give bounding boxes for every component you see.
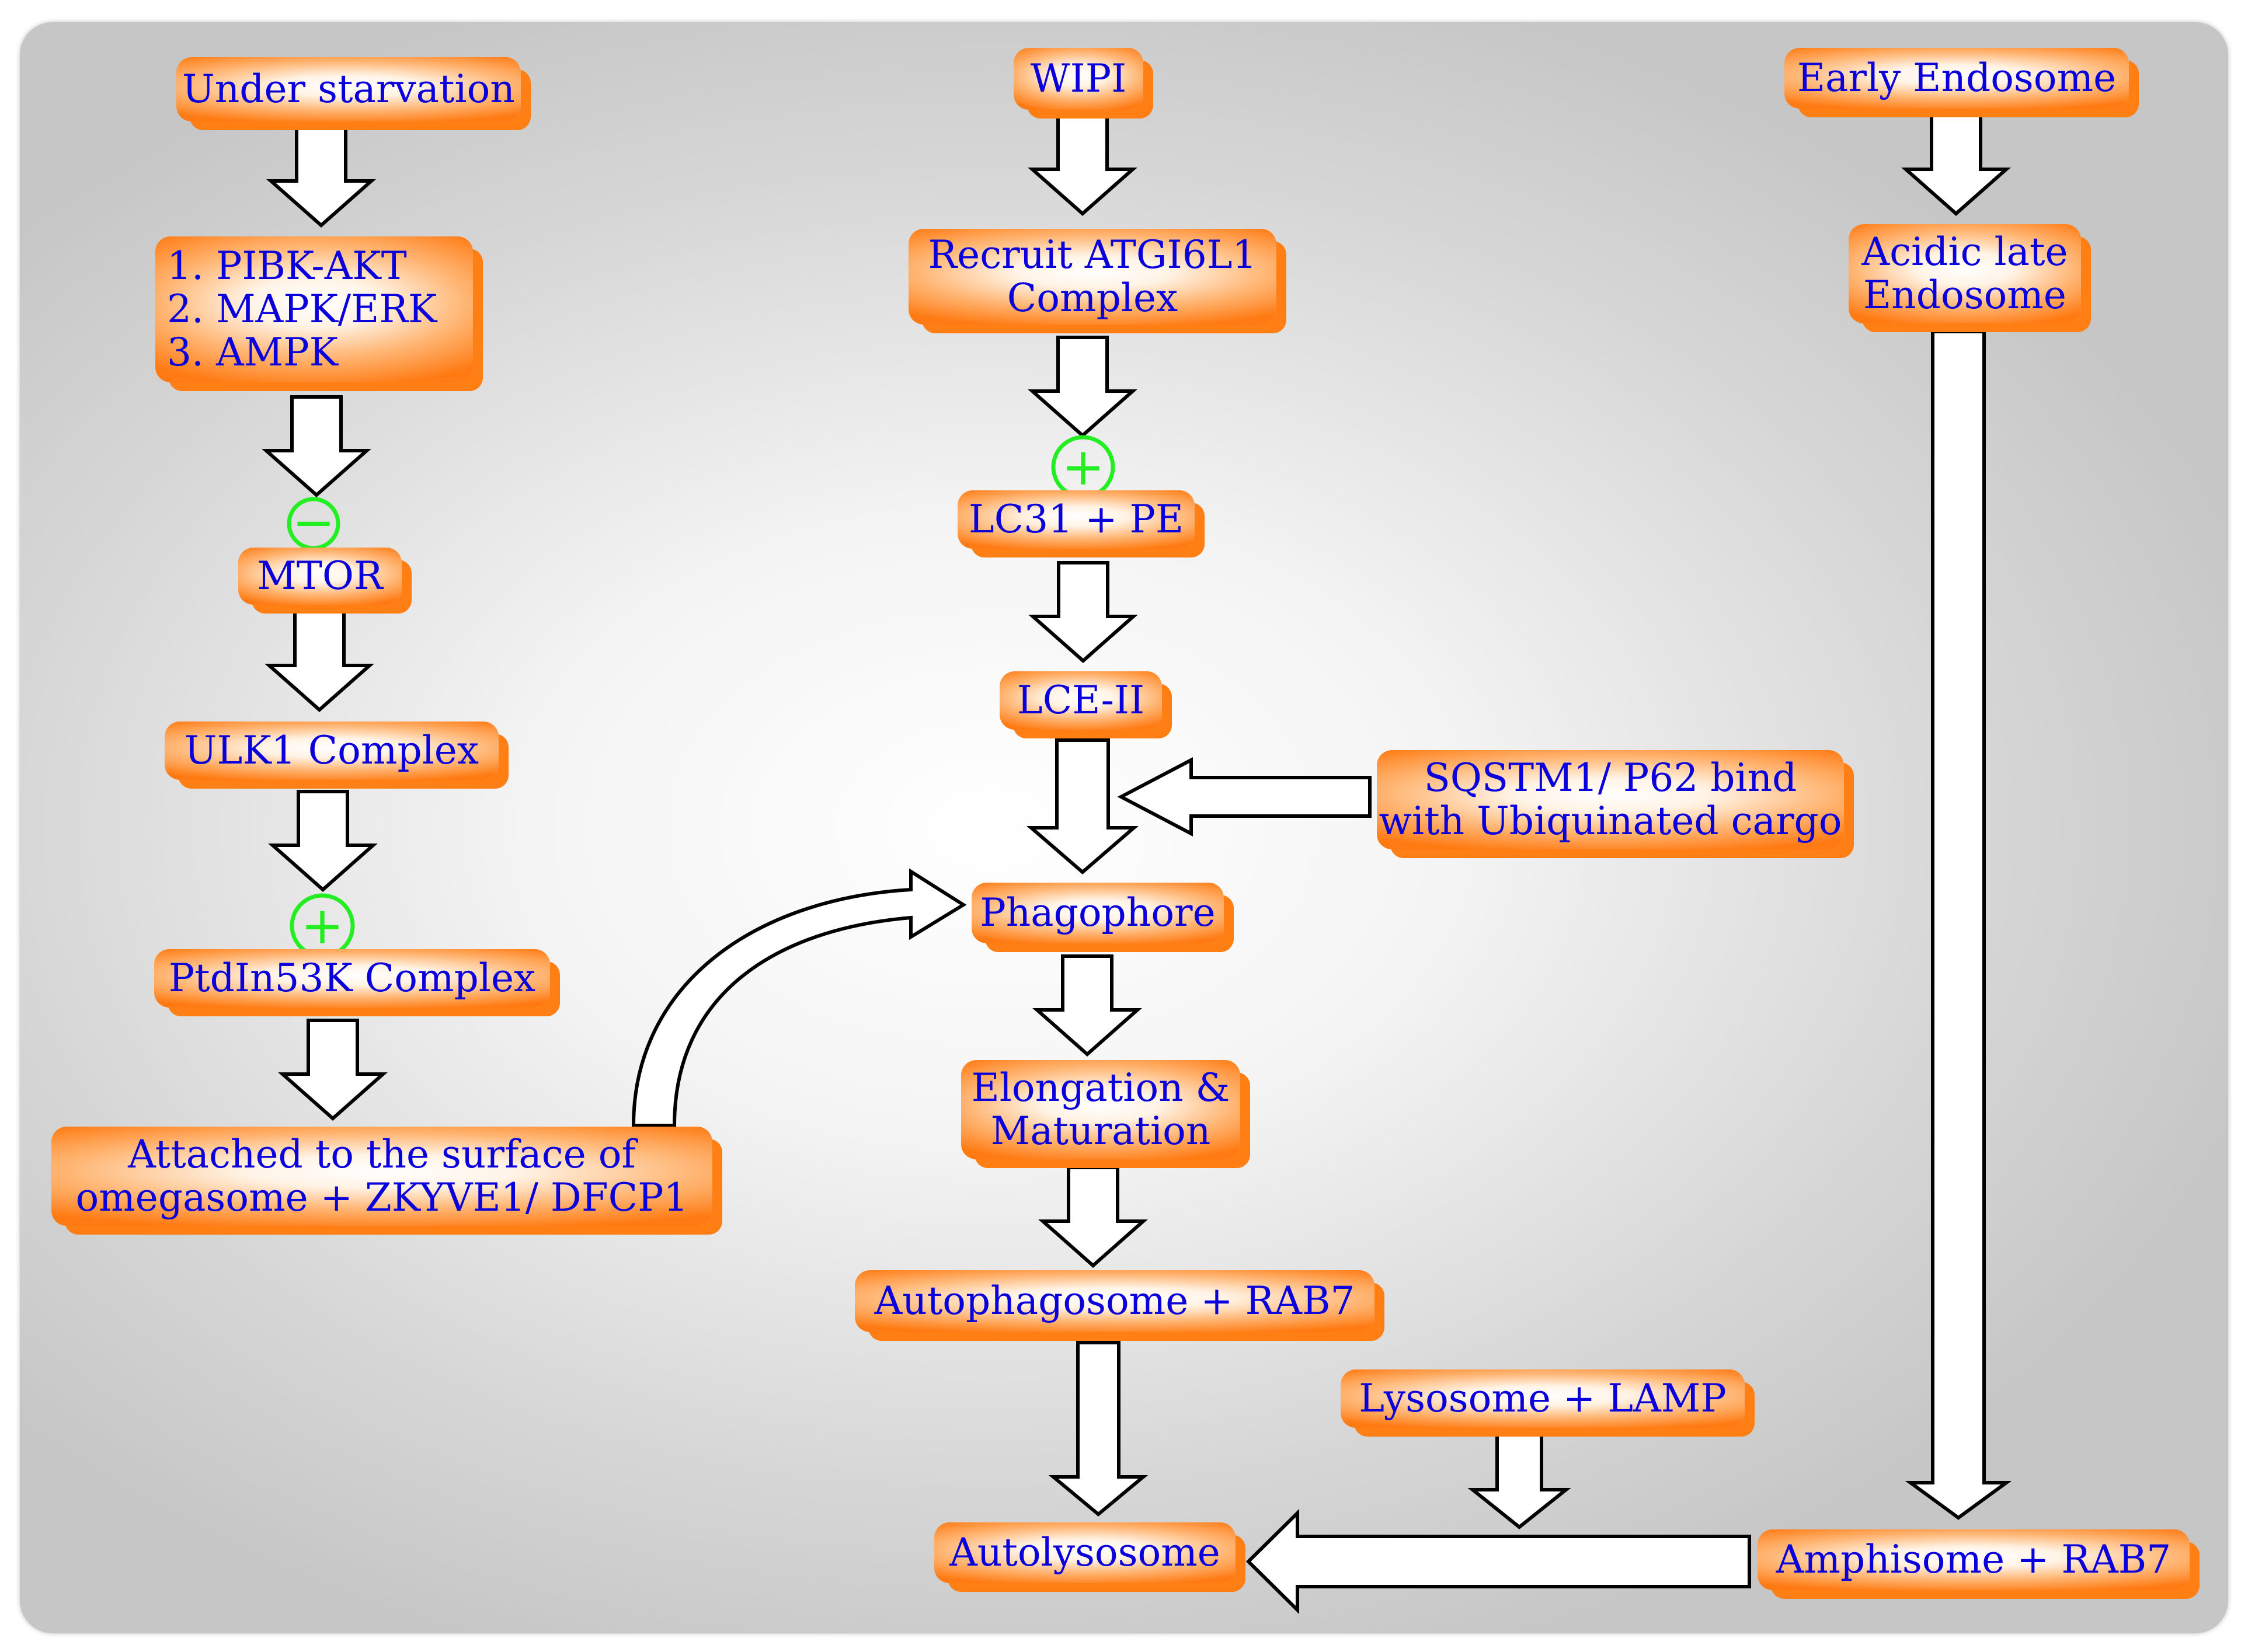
minus-sign: − bbox=[292, 492, 335, 552]
arrow-lysosome-down bbox=[1467, 1432, 1571, 1529]
node-early-endosome: Early Endosome bbox=[1784, 48, 2129, 109]
node-ptdin53k-complex: PtdIn53K Complex bbox=[154, 949, 550, 1008]
node-wipi: WIPI bbox=[1014, 48, 1143, 110]
node-phagophore: Phagophore bbox=[972, 883, 1224, 943]
node-amphisome-rab7: Amphisome + RAB7 bbox=[1758, 1529, 2190, 1590]
node-ulk1-complex: ULK1 Complex bbox=[165, 722, 499, 780]
node-lc3-pe: LC31 + PE bbox=[958, 490, 1195, 549]
arrow-lce2-to-phagophore bbox=[1026, 738, 1139, 874]
arrow-sqstm-to-phagophore bbox=[1117, 757, 1372, 837]
arrow-elongation-to-autophagosome bbox=[1038, 1166, 1148, 1268]
node-omegasome: Attached to the surface of omegasome + Z… bbox=[51, 1127, 712, 1226]
node-mtor: MTOR bbox=[238, 548, 402, 605]
arrow-ptdin-to-omegasome bbox=[278, 1019, 388, 1121]
arrow-phagophore-to-elongation bbox=[1032, 954, 1142, 1057]
node-acidic-late-endosome: Acidic late Endosome bbox=[1849, 224, 2081, 323]
arrow-early-to-late-endosome bbox=[1901, 114, 2011, 217]
arrow-amphisome-to-autolysosome bbox=[1245, 1508, 1751, 1615]
node-autophagosome-rab7: Autophagosome + RAB7 bbox=[855, 1270, 1374, 1332]
plus-sign-2: + bbox=[301, 895, 344, 956]
plus-sign-1: + bbox=[1062, 437, 1105, 497]
arrow-late-endosome-to-amphisome bbox=[1905, 330, 2012, 1520]
arrow-omegasome-to-phagophore bbox=[631, 868, 967, 1127]
node-under-starvation: Under starvation bbox=[176, 57, 521, 121]
arrow-wipi-to-atg16 bbox=[1028, 114, 1137, 217]
arrow-lc3pe-to-lce2 bbox=[1028, 561, 1138, 664]
arrow-ulk1-to-ptdin bbox=[268, 790, 378, 893]
node-lysosome-lamp: Lysosome + LAMP bbox=[1341, 1369, 1745, 1428]
arrow-starvation-to-pathways bbox=[266, 126, 376, 228]
node-lce-ii: LCE-II bbox=[1000, 671, 1162, 730]
arrow-mtor-to-ulk1 bbox=[265, 610, 374, 713]
node-signaling-pathways: 1. PIBK-AKT 2. MAPK/ERK 3. AMPK bbox=[155, 236, 473, 382]
node-recruit-atg16l1: Recruit ATGI6L1 Complex bbox=[909, 229, 1276, 325]
node-sqstm1-p62: SQSTM1/ P62 bind with Ubiquinated cargo bbox=[1377, 750, 1844, 849]
node-elongation-maturation: Elongation & Maturation bbox=[961, 1060, 1240, 1159]
arrow-autophagosome-to-autolysosome bbox=[1048, 1341, 1149, 1517]
arrow-pathways-to-mtor bbox=[262, 395, 371, 498]
arrow-atg16-to-lc3pe bbox=[1028, 336, 1137, 438]
node-autolysosome: Autolysosome bbox=[934, 1522, 1236, 1583]
